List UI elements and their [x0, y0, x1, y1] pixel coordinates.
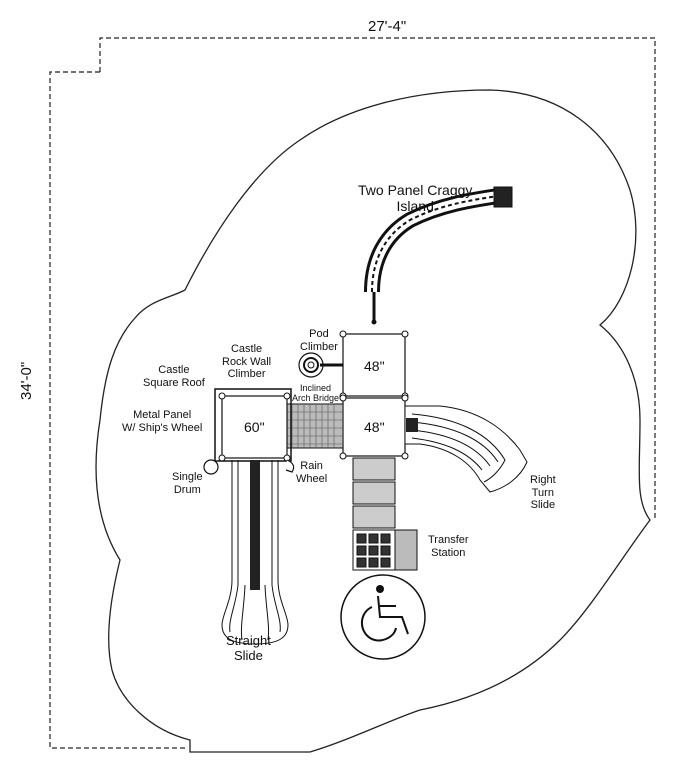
dimension-lines — [49, 37, 656, 749]
castle-deck-height: 60" — [244, 419, 265, 435]
castle-roof-line2: Square Roof — [143, 376, 205, 389]
metal-panel-line1: Metal Panel — [133, 409, 192, 421]
right-turn-slide-label: Right Turn Slide — [530, 474, 556, 512]
rain-wheel-line2: Wheel — [296, 472, 328, 485]
lower-deck-height: 48" — [364, 419, 385, 435]
single-drum — [203, 459, 219, 475]
rain-wheel-line1: Rain — [300, 460, 323, 472]
craggy-island — [364, 186, 513, 325]
transfer-station-line2: Station — [431, 546, 466, 559]
castle-roof-label: Castle Square Roof — [143, 364, 205, 389]
rain-wheel-label: Rain Wheel — [296, 460, 327, 485]
width-dimension-label: 27'-4" — [368, 18, 407, 35]
right-turn-slide-line2: Turn — [531, 486, 554, 499]
upper-deck — [342, 333, 406, 397]
inclined-bridge-line2: Arch Bridge — [292, 393, 340, 404]
rain-wheel — [285, 459, 295, 473]
single-drum-line1: Single — [172, 471, 203, 483]
castle-rock-wall-line3: Climber — [227, 368, 266, 381]
inclined-bridge-line1: Inclined — [300, 383, 332, 393]
pod-climber — [298, 352, 343, 378]
craggy-island-line1: Two Panel Craggy — [358, 182, 473, 198]
right-turn-slide — [404, 405, 528, 493]
transfer-station-platform — [352, 529, 418, 571]
transfer-station-line1: Transfer — [428, 534, 469, 546]
craggy-island-line2: Island — [396, 198, 434, 215]
inclined-arch-bridge — [286, 403, 344, 449]
upper-deck-height: 48" — [364, 358, 385, 374]
castle-rock-wall-label: Castle Rock Wall Climber — [222, 343, 271, 381]
castle-rock-wall-line1: Castle — [230, 343, 263, 355]
wheelchair-icon — [340, 574, 426, 660]
right-turn-slide-line1: Right — [530, 474, 556, 486]
height-dimension-label: 34'-0" — [18, 361, 35, 400]
pod-climber-line2: Climber — [300, 340, 338, 353]
single-drum-label: Single Drum — [172, 471, 203, 496]
pod-climber-line1: Pod — [309, 328, 329, 340]
straight-slide — [221, 460, 289, 645]
castle-deck — [221, 395, 288, 459]
pod-climber-label: Pod Climber — [300, 328, 338, 353]
straight-slide-line2: Slide — [233, 647, 263, 663]
inclined-bridge-label: Inclined Arch Bridge — [292, 383, 339, 404]
craggy-island-label: Two Panel Craggy Island — [358, 182, 472, 214]
straight-slide-label: Straight Slide — [226, 633, 271, 664]
castle-rock-wall-line2: Rock Wall — [222, 355, 272, 368]
metal-panel-label: Metal Panel W/ Ship's Wheel — [122, 409, 202, 434]
metal-panel-line2: W/ Ship's Wheel — [122, 421, 203, 434]
single-drum-line2: Drum — [173, 483, 201, 496]
deck-steps — [352, 457, 396, 529]
straight-slide-line1: Straight — [226, 633, 271, 648]
right-turn-slide-line3: Slide — [530, 499, 556, 512]
play-area-boundary — [95, 89, 651, 753]
transfer-station-label: Transfer Station — [428, 534, 469, 559]
castle-roof-line1: Castle — [158, 364, 190, 376]
